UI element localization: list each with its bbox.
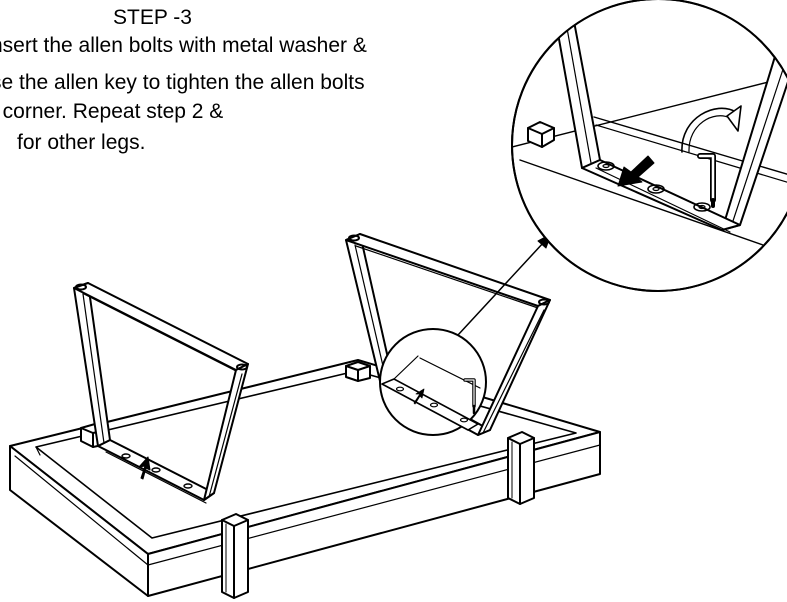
tighten-direction-arrow [681,105,742,153]
detail-circle-large [511,0,787,292]
leg-frame-left [73,282,249,504]
corner-block-back [345,361,371,382]
corner-block-right [507,431,535,505]
instruction-line-3: t corner. Repeat step 2 & [0,100,224,123]
corner-block-front [221,513,249,599]
allen-key-icon [697,153,716,208]
instruction-line-4: for other legs. [17,131,146,154]
instruction-line-1: nsert the allen bolts with metal washer … [0,34,367,57]
instruction-line-2: se the allen key to tighten the allen bo… [0,71,365,94]
insert-direction-arrow-left [138,456,151,480]
step-title: STEP -3 [113,6,192,29]
detail-circle-small [379,328,487,436]
insert-direction-arrow [617,155,655,187]
